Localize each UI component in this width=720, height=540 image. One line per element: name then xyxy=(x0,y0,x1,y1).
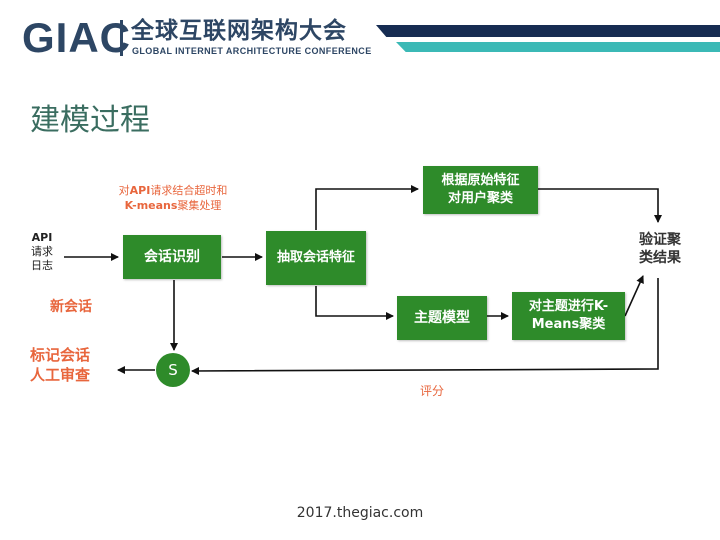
topic-model-box: 主题模型 xyxy=(397,296,487,340)
giac-logo: GIAC xyxy=(22,14,131,61)
arrow-extract-to-raw-cluster xyxy=(315,185,419,230)
conference-name-en: GLOBAL INTERNET ARCHITECTURE CONFERENCE xyxy=(132,46,372,56)
annotation: 对API请求结合超时和 K-means聚集处理 xyxy=(118,184,228,212)
s-node-label: S xyxy=(168,361,178,379)
arrow-kmeans-to-validate xyxy=(624,275,644,317)
validate-results-label: 验证聚 类结果 xyxy=(639,232,681,266)
arrow-raw-cluster-to-validate xyxy=(538,188,662,223)
input-label-api-logs: API 请求 日志 xyxy=(31,231,53,272)
s-node-circle xyxy=(156,353,190,387)
arrow-extract-to-topic-model xyxy=(315,286,394,320)
conference-name-cn: 全球互联网架构大会 xyxy=(131,18,347,44)
extract-features-box: 抽取会话特征 xyxy=(266,231,366,285)
raw-feature-cluster-box: 根据原始特征 对用户聚类 xyxy=(423,166,538,214)
header-band-dark xyxy=(376,25,720,37)
mark-session-label: 标记会话 人工审查 xyxy=(30,346,91,384)
arrow-validate-to-s xyxy=(191,278,659,375)
footer-url: 2017.thegiac.com xyxy=(296,505,424,521)
score-label: 评分 xyxy=(420,384,445,398)
session-recognition-box: 会话识别 xyxy=(123,235,221,279)
new-session-label: 新会话 xyxy=(50,299,92,315)
topic-kmeans-box: 对主题进行K- Means聚类 xyxy=(512,292,625,340)
slide-title: 建模过程 xyxy=(30,103,150,138)
logo-divider xyxy=(120,20,123,56)
header-band-teal xyxy=(396,42,720,52)
